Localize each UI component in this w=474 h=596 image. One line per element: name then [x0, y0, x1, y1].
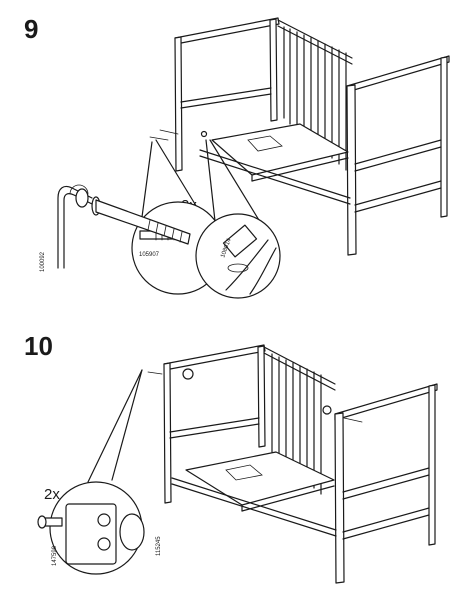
step-9-crib-drawing [149, 17, 450, 256]
cap-part-number: 115245 [156, 536, 162, 556]
allen-bolt-thread [147, 219, 183, 243]
screw-part-number: 147598 [52, 545, 58, 566]
step-9-detail-inset [131, 139, 281, 299]
step-10-detail-inset [37, 369, 145, 575]
allen-key-and-bolt [57, 184, 191, 269]
back-slats [283, 26, 347, 171]
step-9-number: 9 [24, 14, 39, 44]
step-10-crib-drawing [147, 344, 438, 584]
step-10-number: 10 [24, 331, 53, 361]
bolt-part-number: 105907 [139, 252, 160, 258]
step-10-quantity: 2x [44, 486, 60, 503]
allen-key-part-number: 100092 [40, 251, 46, 272]
